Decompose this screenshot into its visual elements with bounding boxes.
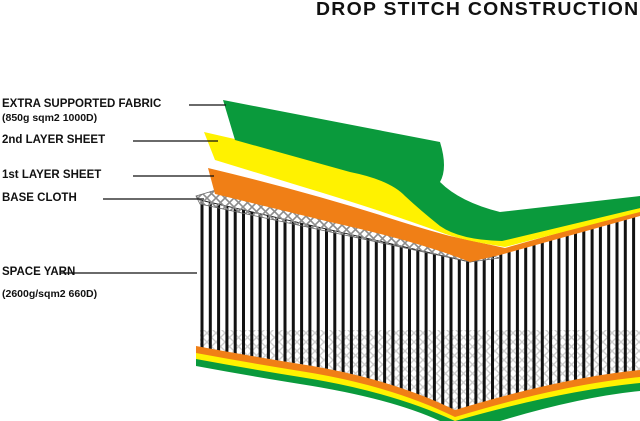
diagram-title: DROP STITCH CONSTRUCTION [316,0,640,19]
label-second-layer: 2nd LAYER SHEET [2,134,106,146]
label-first-layer: 1st LAYER SHEET [2,169,102,181]
label-base-cloth: BASE CLOTH [2,192,77,204]
label-space-yarn: SPACE YARN [2,266,76,278]
extra-supported-fabric [223,100,640,241]
leader-lines [60,104,226,274]
bottom-layers [196,346,640,421]
label-extra-fabric: EXTRA SUPPORTED FABRIC [2,98,162,110]
first-layer-sheet [208,168,640,262]
label-extra-fabric-spec: (850g sqm2 1000D) [2,112,98,124]
label-space-yarn-spec: (2600g/sqm2 660D) [2,288,98,300]
